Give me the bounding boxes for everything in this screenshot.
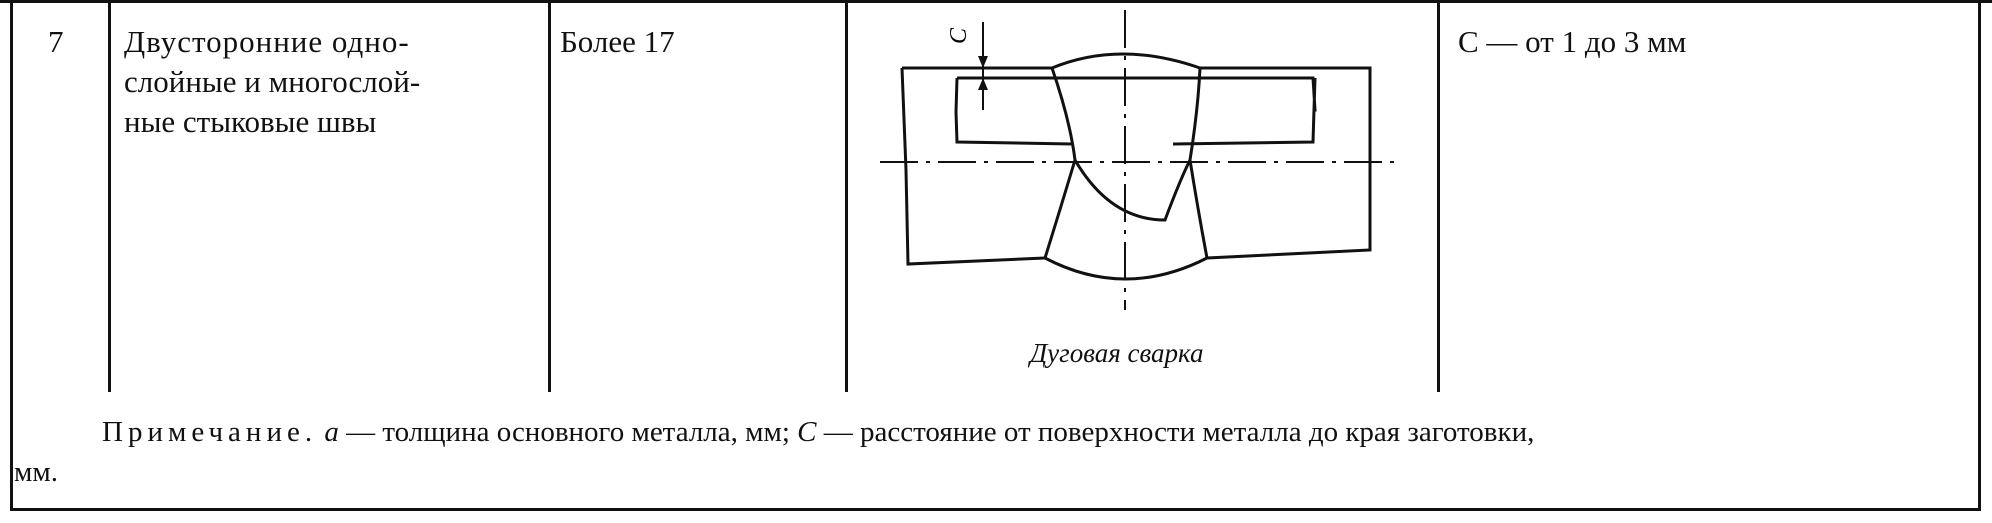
dimension-arrow-top [978, 56, 988, 68]
blank-rectangle [954, 76, 1317, 146]
note-tail: мм. [14, 456, 58, 488]
column-divider-4 [1437, 0, 1440, 392]
dimension-arrow-bottom [978, 78, 988, 90]
note-a-symbol: a [324, 416, 339, 448]
weld-joint-diagram: C [880, 10, 1400, 310]
note-a-text: — толщина основного металла, мм; [338, 416, 798, 448]
upper-weld-bead [1050, 67, 1202, 222]
seam-type-description: Двусторонние одно- слойные и многослой- … [124, 22, 534, 142]
table-right-border [1978, 0, 1981, 510]
row-number: 7 [48, 24, 64, 59]
distance-value: C — от 1 до 3 мм [1458, 24, 1687, 59]
table-note: Примечание. a — толщина основного металл… [14, 412, 1974, 492]
table-left-border [10, 0, 13, 510]
note-c-symbol: C [797, 416, 817, 448]
table-top-border [0, 0, 1992, 3]
plate-outline [900, 66, 1372, 266]
note-c-text: — расстояние от поверхности металла до к… [816, 416, 1535, 448]
column-divider-3 [845, 0, 848, 392]
seam-type-line-3: ные стыковые швы [124, 104, 377, 139]
column-divider-1 [108, 0, 111, 392]
lower-weld-bead [1043, 159, 1209, 259]
seam-type-line-1: Двусторонние одно- [124, 24, 410, 59]
diagram-caption: Дуговая сварка [1030, 338, 1204, 368]
dimension-label: C [946, 27, 972, 44]
weld-cap-top [1051, 52, 1201, 70]
seam-type-line-2: слойные и многослой- [124, 64, 421, 99]
thickness-value: Более 17 [560, 24, 675, 59]
note-label: Примечание. [102, 416, 318, 448]
table-bottom-border [10, 508, 1981, 511]
column-divider-2 [548, 0, 551, 392]
